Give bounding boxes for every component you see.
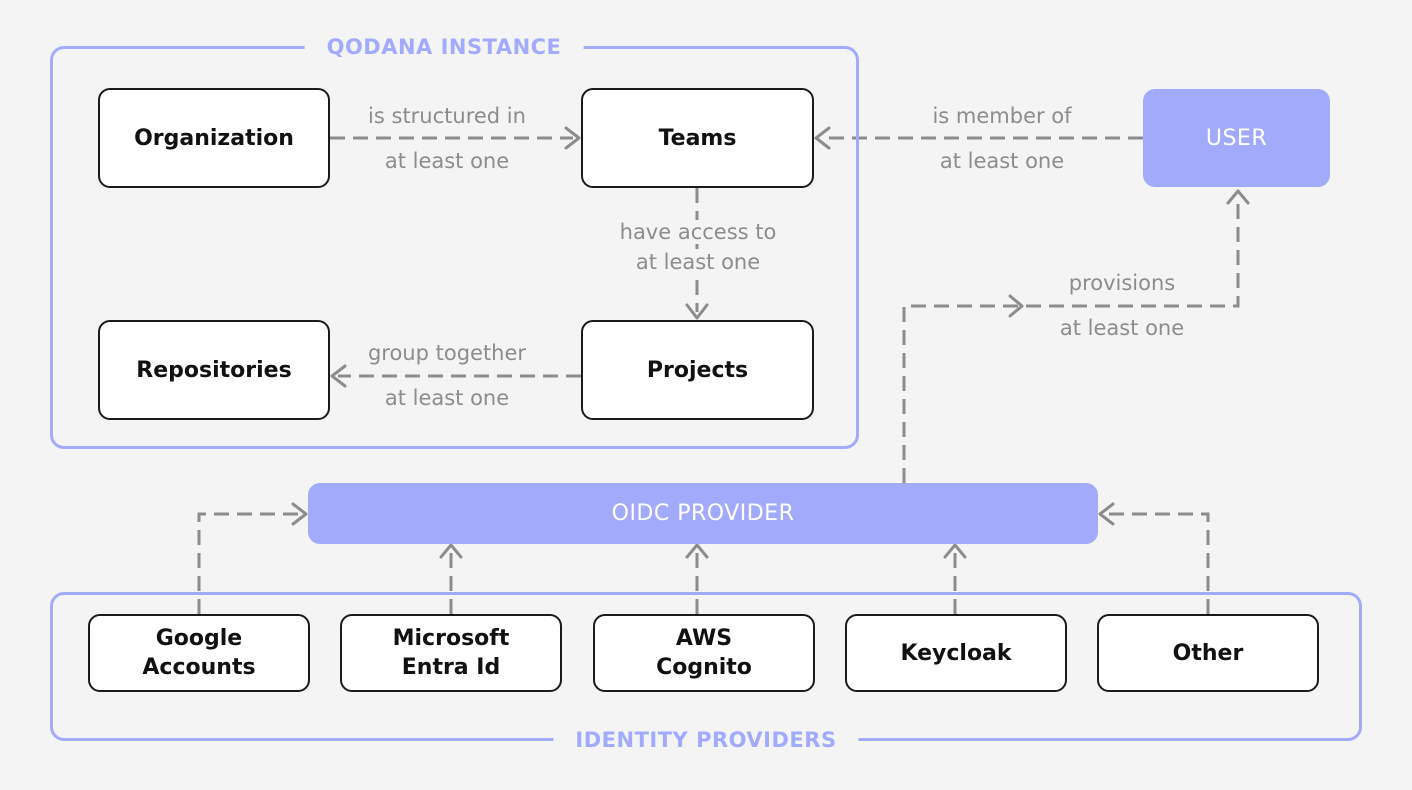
edge-org-to-teams [330, 126, 581, 150]
edge-keycloak-to-oidc [943, 543, 967, 614]
edge-cardinality-oidc-user: at least one [1059, 316, 1185, 340]
qodana-instance-label: QODANA INSTANCE [304, 34, 584, 60]
edge-label-org-teams: is structured in [368, 104, 526, 128]
edge-microsoft-to-oidc [439, 543, 463, 614]
microsoft-entra-id-node: Microsoft Entra Id [340, 614, 562, 692]
edge-other-to-oidc [1098, 502, 1210, 614]
oidc-provider-node: OIDC PROVIDER [308, 483, 1098, 544]
edge-cardinality-user-teams: at least one [939, 149, 1065, 173]
user-node: USER [1143, 89, 1330, 187]
edge-projects-to-repositories [330, 364, 581, 388]
edge-cardinality-org-teams: at least one [384, 149, 510, 173]
organization-node: Organization [98, 88, 330, 188]
edge-cardinality-projects-repos: at least one [384, 386, 510, 410]
edge-label-oidc-user: provisions [1068, 271, 1176, 295]
edge-user-to-teams [814, 126, 1143, 150]
edge-cardinality-teams-projects: at least one [635, 250, 761, 274]
edge-aws-to-oidc [685, 543, 709, 614]
google-accounts-node: Google Accounts [88, 614, 310, 692]
edge-teams-to-projects [685, 188, 709, 320]
other-node: Other [1097, 614, 1319, 692]
projects-node: Projects [581, 320, 814, 420]
edge-label-user-teams: is member of [932, 104, 1072, 128]
teams-node: Teams [581, 88, 814, 188]
edge-oidc-to-user [902, 189, 1250, 483]
edge-google-to-oidc [197, 502, 308, 614]
edge-label-teams-projects: have access to [619, 220, 777, 244]
edge-label-projects-repos: group together [367, 341, 527, 365]
identity-providers-label: IDENTITY PROVIDERS [553, 727, 859, 753]
aws-cognito-node: AWS Cognito [593, 614, 815, 692]
repositories-node: Repositories [98, 320, 330, 420]
keycloak-node: Keycloak [845, 614, 1067, 692]
